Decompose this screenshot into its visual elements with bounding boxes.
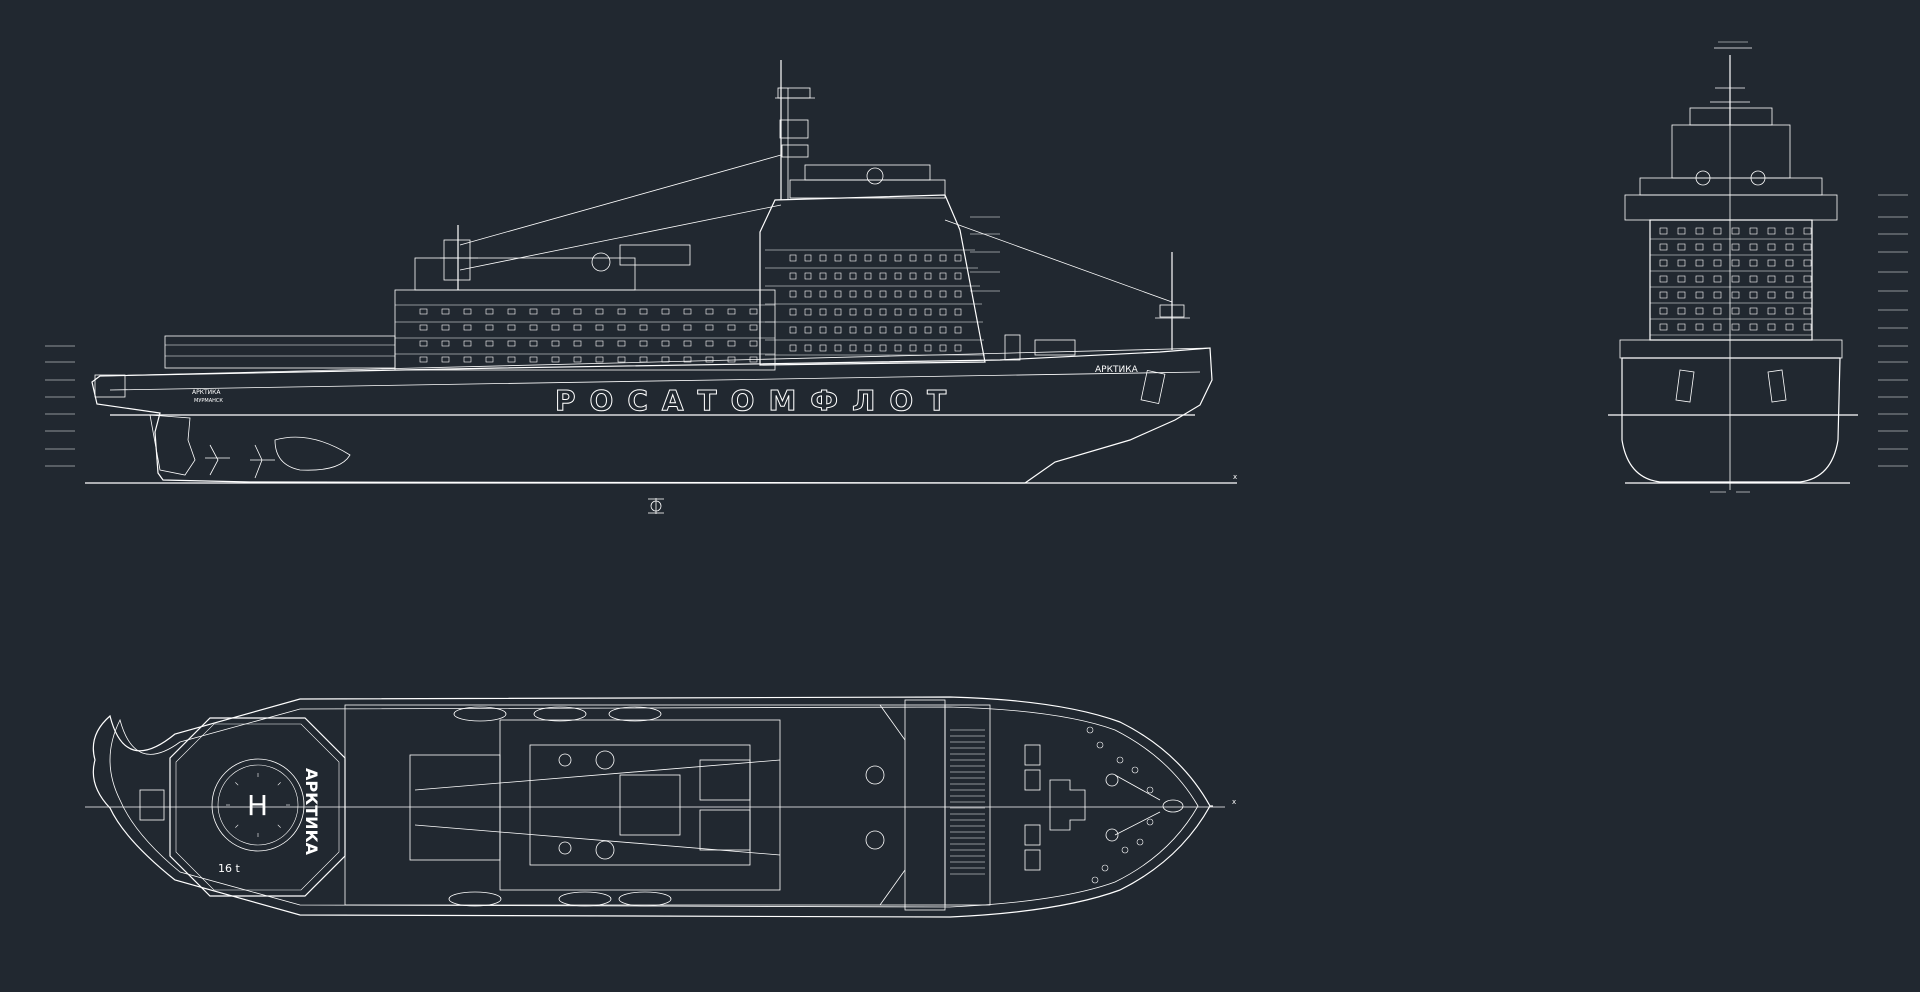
radome-aft <box>591 252 611 272</box>
hawse-pipe <box>1140 369 1166 405</box>
anchor-chains <box>1105 773 1184 842</box>
stern-port: МУРМАНСК <box>194 398 223 404</box>
level-marks-left <box>45 345 75 467</box>
aft-deckhouse <box>164 335 396 369</box>
propeller-pod <box>274 436 351 471</box>
superstructure-windows <box>419 249 985 363</box>
level-marks-profile <box>970 216 1000 292</box>
windlass <box>1049 779 1086 831</box>
upper-mid-deck <box>414 257 636 291</box>
radome-bridge <box>866 167 884 185</box>
helipad-circle <box>211 758 305 852</box>
deck-name: АРКТИКА <box>302 768 321 856</box>
plan-centerline-mark: x <box>1232 798 1236 806</box>
helipad-load: 16 t <box>218 862 240 875</box>
stern-block <box>94 374 126 398</box>
mid-superstructure <box>394 289 776 371</box>
hull-outline <box>91 347 1213 484</box>
plan-hull-outline <box>92 696 1214 918</box>
front-bridge-wings <box>1624 194 1838 221</box>
front-windows <box>1650 227 1812 336</box>
helipad-deck <box>169 717 346 897</box>
main-deck-line <box>99 347 1211 377</box>
front-view <box>1608 41 1908 493</box>
front-anchor-right <box>1767 369 1787 403</box>
rudder <box>149 414 196 476</box>
stay-aft <box>459 154 782 246</box>
side-profile-view: x <box>45 60 1237 514</box>
propeller-right <box>250 444 275 479</box>
propeller-left <box>205 444 230 476</box>
front-hull <box>1621 357 1841 483</box>
stay-aft-2 <box>459 204 782 271</box>
forward-deck-block <box>904 699 946 911</box>
level-marks-front <box>1878 194 1908 467</box>
lifeboats <box>448 706 672 907</box>
front-superstructure <box>1649 219 1813 341</box>
deck-plan-view: x H АРКТИКА 16 t <box>85 696 1236 918</box>
bridge-superstructure <box>759 194 986 366</box>
stay-fore <box>944 219 1173 303</box>
stern-name: АРКТИКА <box>192 389 221 396</box>
plan-midbody <box>344 704 946 906</box>
helipad-h: H <box>247 789 268 822</box>
baseline-mark: x <box>1233 473 1237 481</box>
bow-name: АРКТИКА <box>1095 365 1139 375</box>
midship-symbol <box>648 498 664 514</box>
funnel-block <box>619 244 691 266</box>
front-anchor-left <box>1675 369 1695 403</box>
hull-name-rosatomflot: РОСАТОМФЛОТ <box>555 384 960 417</box>
